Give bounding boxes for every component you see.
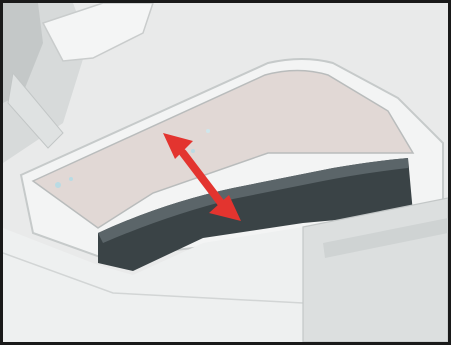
glass-reflection	[191, 149, 195, 153]
glass-reflection	[206, 129, 210, 133]
glass-reflection	[69, 177, 73, 181]
sunroof-illustration	[3, 3, 448, 342]
glass-reflection	[55, 182, 61, 188]
